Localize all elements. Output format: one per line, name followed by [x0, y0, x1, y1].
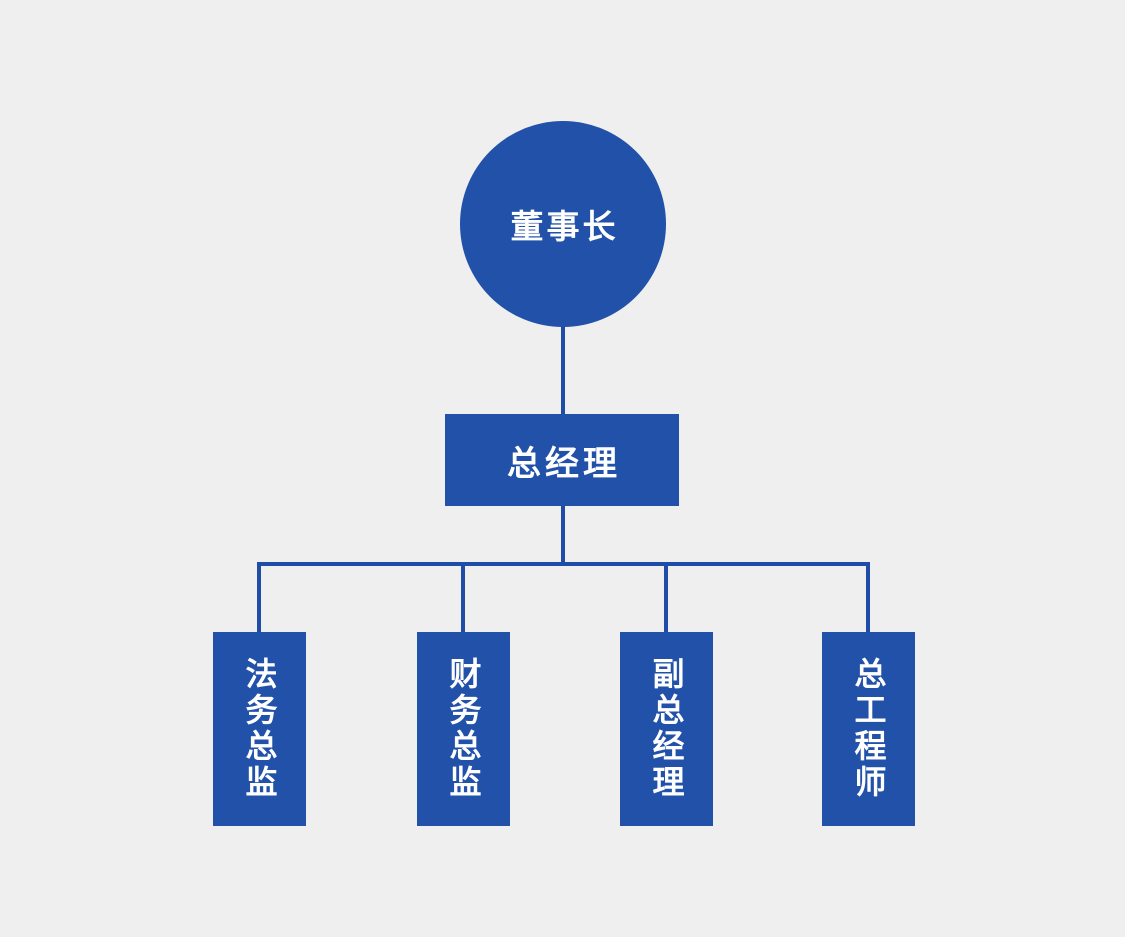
- connector-manager-to-rail: [561, 506, 565, 564]
- connector-drop-chief-engineer: [866, 562, 870, 632]
- node-chief-engineer-label: 总工程师: [850, 657, 887, 801]
- connector-horizontal-rail: [257, 562, 870, 566]
- node-finance-director[interactable]: 财务总监: [417, 632, 510, 826]
- connector-drop-finance-director: [461, 562, 465, 632]
- node-deputy-general-manager[interactable]: 副总经理: [620, 632, 713, 826]
- node-finance-director-label: 财务总监: [445, 657, 482, 801]
- node-chief-engineer[interactable]: 总工程师: [822, 632, 915, 826]
- connector-drop-deputy-gm: [664, 562, 668, 632]
- connector-root-to-manager: [561, 326, 565, 415]
- node-general-manager[interactable]: 总经理: [445, 414, 679, 506]
- node-chairman-label: 董事长: [510, 208, 619, 245]
- node-deputy-general-manager-label: 副总经理: [648, 657, 685, 801]
- node-legal-director-label: 法务总监: [241, 657, 278, 801]
- node-general-manager-label: 总经理: [507, 444, 621, 483]
- connector-drop-legal-director: [257, 562, 261, 632]
- node-chairman[interactable]: 董事长: [460, 121, 666, 327]
- node-legal-director[interactable]: 法务总监: [213, 632, 306, 826]
